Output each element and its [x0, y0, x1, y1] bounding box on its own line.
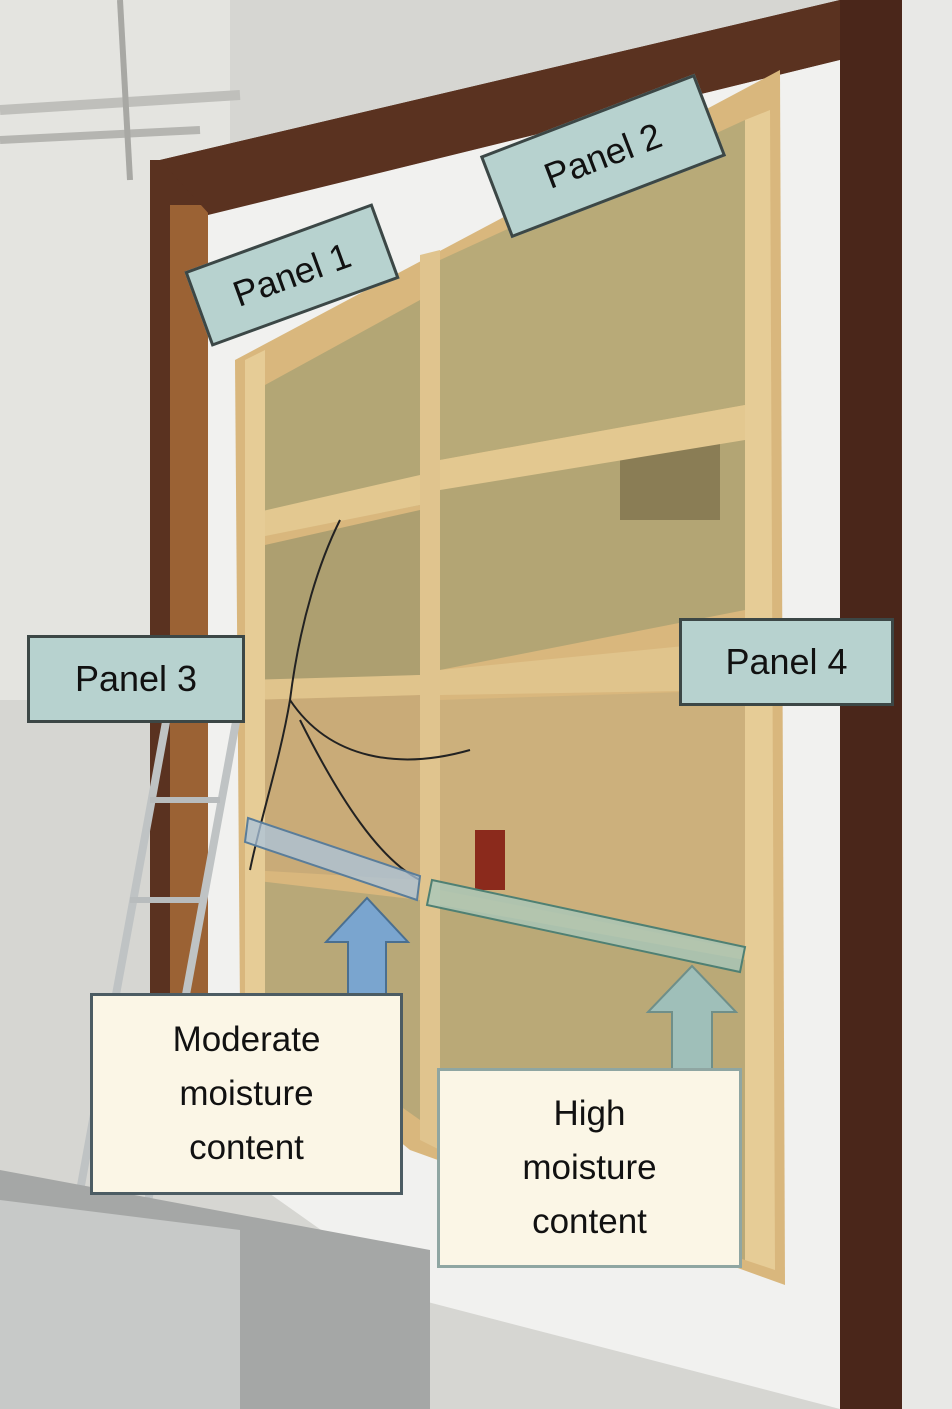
moderate-line-1: Moderate — [172, 1020, 321, 1059]
panel-2-text: Panel 2 — [538, 114, 668, 197]
high-line-2: moisture — [522, 1148, 657, 1187]
moderate-moisture-note: Moderate moisture content — [90, 993, 403, 1195]
moderate-moisture-strip — [243, 816, 422, 902]
panel-3-label: Panel 3 — [27, 635, 245, 723]
high-moisture-strip — [425, 878, 747, 974]
panel-4-label: Panel 4 — [679, 618, 894, 706]
high-moisture-note: High moisture content — [437, 1068, 742, 1268]
moderate-line-2: moisture — [179, 1074, 314, 1113]
panel-3-text: Panel 3 — [74, 658, 198, 699]
high-line-3: content — [532, 1202, 647, 1241]
panel-4-text: Panel 4 — [725, 641, 848, 682]
moderate-line-3: content — [189, 1128, 304, 1167]
high-line-1: High — [553, 1094, 626, 1133]
